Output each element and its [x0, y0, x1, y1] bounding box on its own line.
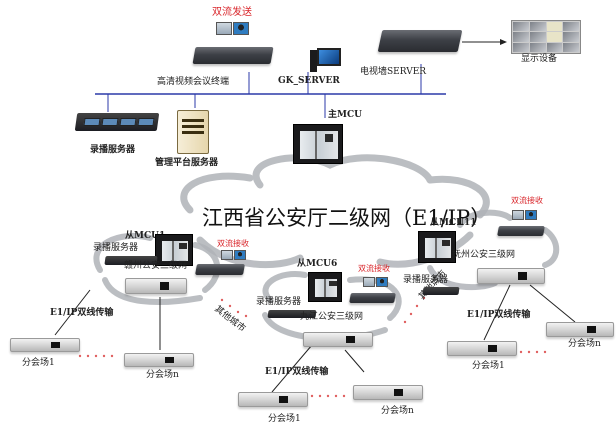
- hd-terminal-label: 高清视频会议终端: [157, 77, 230, 87]
- arrow-head: [500, 39, 507, 45]
- jiujiang-terminal-icon: [349, 293, 396, 303]
- ganzhou-mcu-icon: [155, 234, 193, 266]
- jiujiang-site-1-label: 分会场1: [268, 414, 301, 424]
- ganzhou-network-label: 赣州公安三级网: [124, 261, 188, 271]
- dual-stream-send-label: 双流发送: [212, 7, 252, 18]
- ganzhou-dual-receive-label: 双流接收: [217, 239, 249, 248]
- display-device-icon: [511, 20, 581, 54]
- ganzhou-site-1-icon: [10, 338, 80, 352]
- gk-server-monitor-icon: [317, 48, 341, 66]
- fuzhou-dual-receive-label: 双流接收: [511, 196, 543, 205]
- jiujiang-link-label: E1/IP双线传输: [265, 367, 329, 377]
- fuzhou-recording-icon: [422, 287, 460, 295]
- gk-server-case-icon: [310, 50, 317, 72]
- fuzhou-terminal-icon: [497, 226, 545, 236]
- fuzhou-recording-label: 录播服务器: [403, 275, 449, 285]
- dual-stream-screens-icon: [216, 22, 249, 35]
- fuzhou-mcu-icon: [418, 231, 456, 263]
- ganzhou-terminal-icon: [195, 264, 245, 275]
- ganzhou-dual-screens-icon: [221, 250, 246, 260]
- fuzhou-dual-screens-icon: [512, 210, 537, 220]
- hd-terminal-icon: [192, 47, 274, 64]
- fuzhou-hub-terminal-icon: [477, 268, 545, 284]
- jiujiang-mcu-icon: [308, 272, 342, 302]
- ganzhou-site-n-label: 分会场n: [146, 370, 179, 380]
- ganzhou-site-1-label: 分会场1: [22, 358, 55, 368]
- jiujiang-hub-terminal-icon: [303, 332, 373, 347]
- e1-links: [54, 284, 576, 393]
- tv-wall-server-label: 电视墙SERVER: [360, 67, 427, 77]
- fuzhou-site-1-label: 分会场1: [472, 361, 505, 371]
- jiujiang-network-label: 九江公安三级网: [300, 312, 364, 322]
- management-server-icon: [177, 110, 209, 154]
- tv-wall-server-icon: [377, 30, 463, 52]
- fuzhou-site-n-icon: [546, 322, 614, 337]
- jiujiang-dual-screens-icon: [363, 277, 388, 287]
- ganzhou-site-n-icon: [124, 353, 194, 367]
- recording-server-icon: [74, 113, 160, 131]
- fuzhou-cloud: [427, 209, 560, 291]
- jiujiang-site-n-label: 分会场n: [381, 406, 414, 416]
- jiujiang-recording-label: 录播服务器: [256, 297, 302, 307]
- fuzhou-site-1-icon: [447, 341, 517, 356]
- recording-server-label: 录播服务器: [90, 145, 136, 155]
- ganzhou-mcu-label: 从MCU1: [125, 231, 166, 241]
- main-mcu-label: 主MCU: [328, 110, 362, 120]
- jiujiang-dual-receive-label: 双流接收: [358, 264, 390, 273]
- fuzhou-link-label: E1/IP双线传输: [467, 310, 531, 320]
- fuzhou-site-n-label: 分会场n: [568, 339, 601, 349]
- jiujiang-site-n-icon: [353, 385, 423, 400]
- display-device-label: 显示设备: [521, 54, 558, 64]
- fuzhou-network-label: 抚州公安三级网: [452, 250, 516, 260]
- ganzhou-recording-label: 录播服务器: [93, 243, 139, 253]
- main-mcu-icon: [293, 124, 343, 164]
- jiujiang-site-1-icon: [238, 392, 308, 407]
- gk-server-label: GK_SERVER: [278, 76, 340, 86]
- ganzhou-cloud: [93, 232, 221, 305]
- site-dots: [78, 296, 547, 398]
- fuzhou-mcu-label: 从MCU11: [430, 218, 477, 228]
- ganzhou-link-label: E1/IP双线传输: [50, 308, 114, 318]
- management-server-label: 管理平台服务器: [155, 158, 219, 168]
- jiujiang-mcu-label: 从MCU6: [297, 259, 338, 269]
- ganzhou-hub-terminal-icon: [125, 278, 187, 294]
- province-network-title: 江西省公安厅二级网（E1/IP）: [202, 206, 492, 230]
